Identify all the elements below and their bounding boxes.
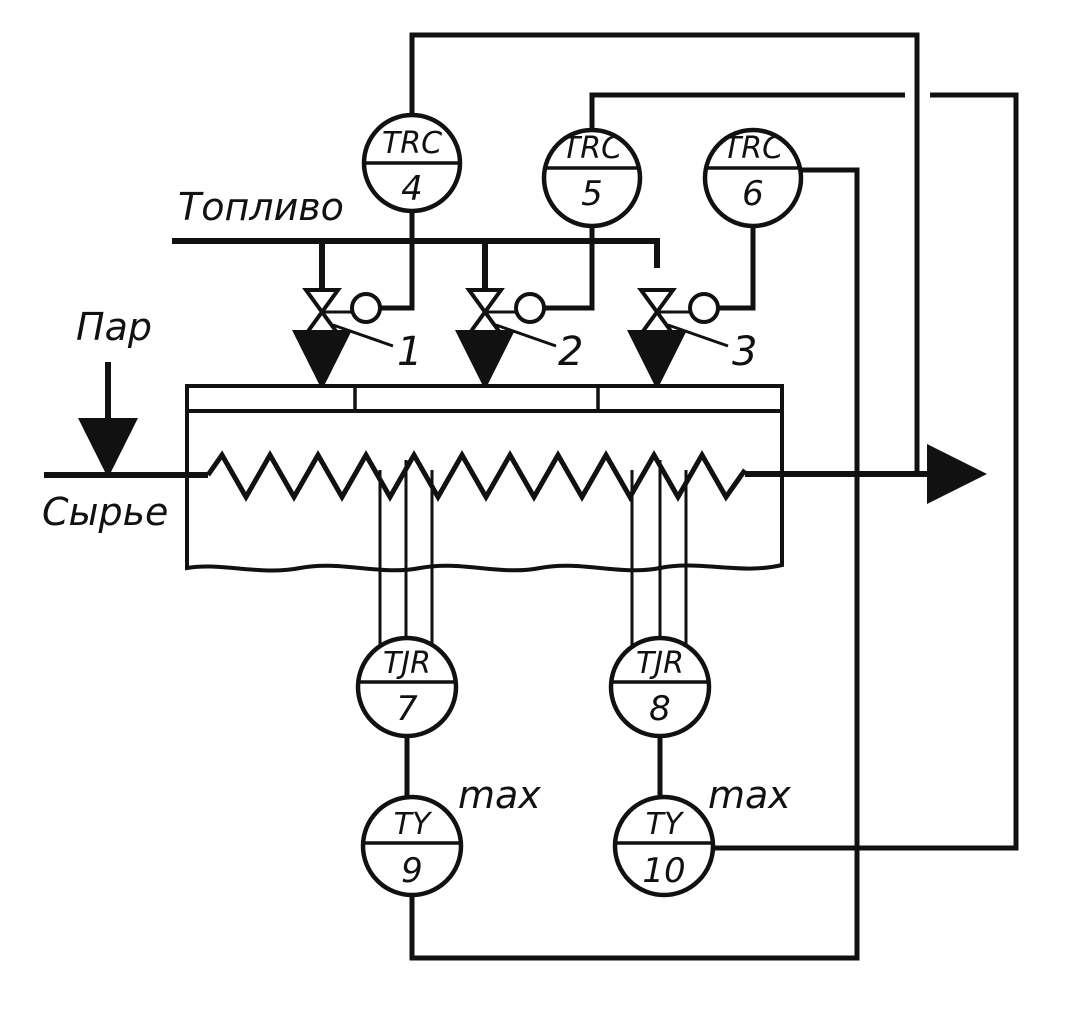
svg-text:7: 7 [396,689,418,729]
svg-text:TRC: TRC [562,131,622,166]
instrument-ty10: TY 10 [612,794,716,898]
svg-text:10: 10 [642,851,685,891]
thermocouple-leads-7 [378,460,434,645]
svg-text:9: 9 [401,851,423,891]
signal-line-trc6-valve3 [718,228,756,311]
label-feed: Сырье [42,490,168,534]
signal-line-trc6-ty9 [409,167,860,961]
instrument-trc5: TRC 5 [541,127,643,229]
instrument-tjr7: TJR 7 [355,635,459,739]
svg-text:TJR: TJR [636,646,684,681]
svg-text:5: 5 [581,174,603,214]
control-valve-1 [292,288,394,390]
signal-line-trc4-outlet [409,32,920,472]
instrument-tjr8: TJR 8 [608,635,712,739]
furnace [185,384,784,573]
svg-text:TRC: TRC [382,126,442,161]
svg-text:TY: TY [394,807,433,842]
svg-text:TRC: TRC [723,131,783,166]
valve-number-2: 2 [558,329,583,375]
instrument-trc6: TRC 6 [702,127,804,229]
svg-text:8: 8 [649,689,671,729]
label-steam: Пар [76,305,152,349]
svg-text:TJR: TJR [383,646,431,681]
svg-text:4: 4 [401,169,423,209]
instrument-trc4: TRC 4 [361,112,463,214]
svg-text:6: 6 [742,174,764,214]
label-max-ty9: max [458,773,541,817]
svg-text:TY: TY [646,807,685,842]
thermocouple-leads-8 [630,460,688,645]
instrument-ty9: TY 9 [360,794,464,898]
label-max-ty10: max [708,773,791,817]
heating-coil [205,449,748,503]
signal-line-ty10-trc5 [713,92,1019,851]
valve-number-3: 3 [732,329,757,375]
control-valve-2 [455,288,557,390]
label-fuel: Топливо [178,185,344,229]
control-valve-3 [627,288,729,390]
signal-line-trc4-valve1 [380,210,415,311]
valve-number-1: 1 [397,329,422,375]
signal-line-trc5-top [589,92,905,130]
signal-line-trc5-valve2 [545,228,595,311]
fuel-header [172,238,660,268]
